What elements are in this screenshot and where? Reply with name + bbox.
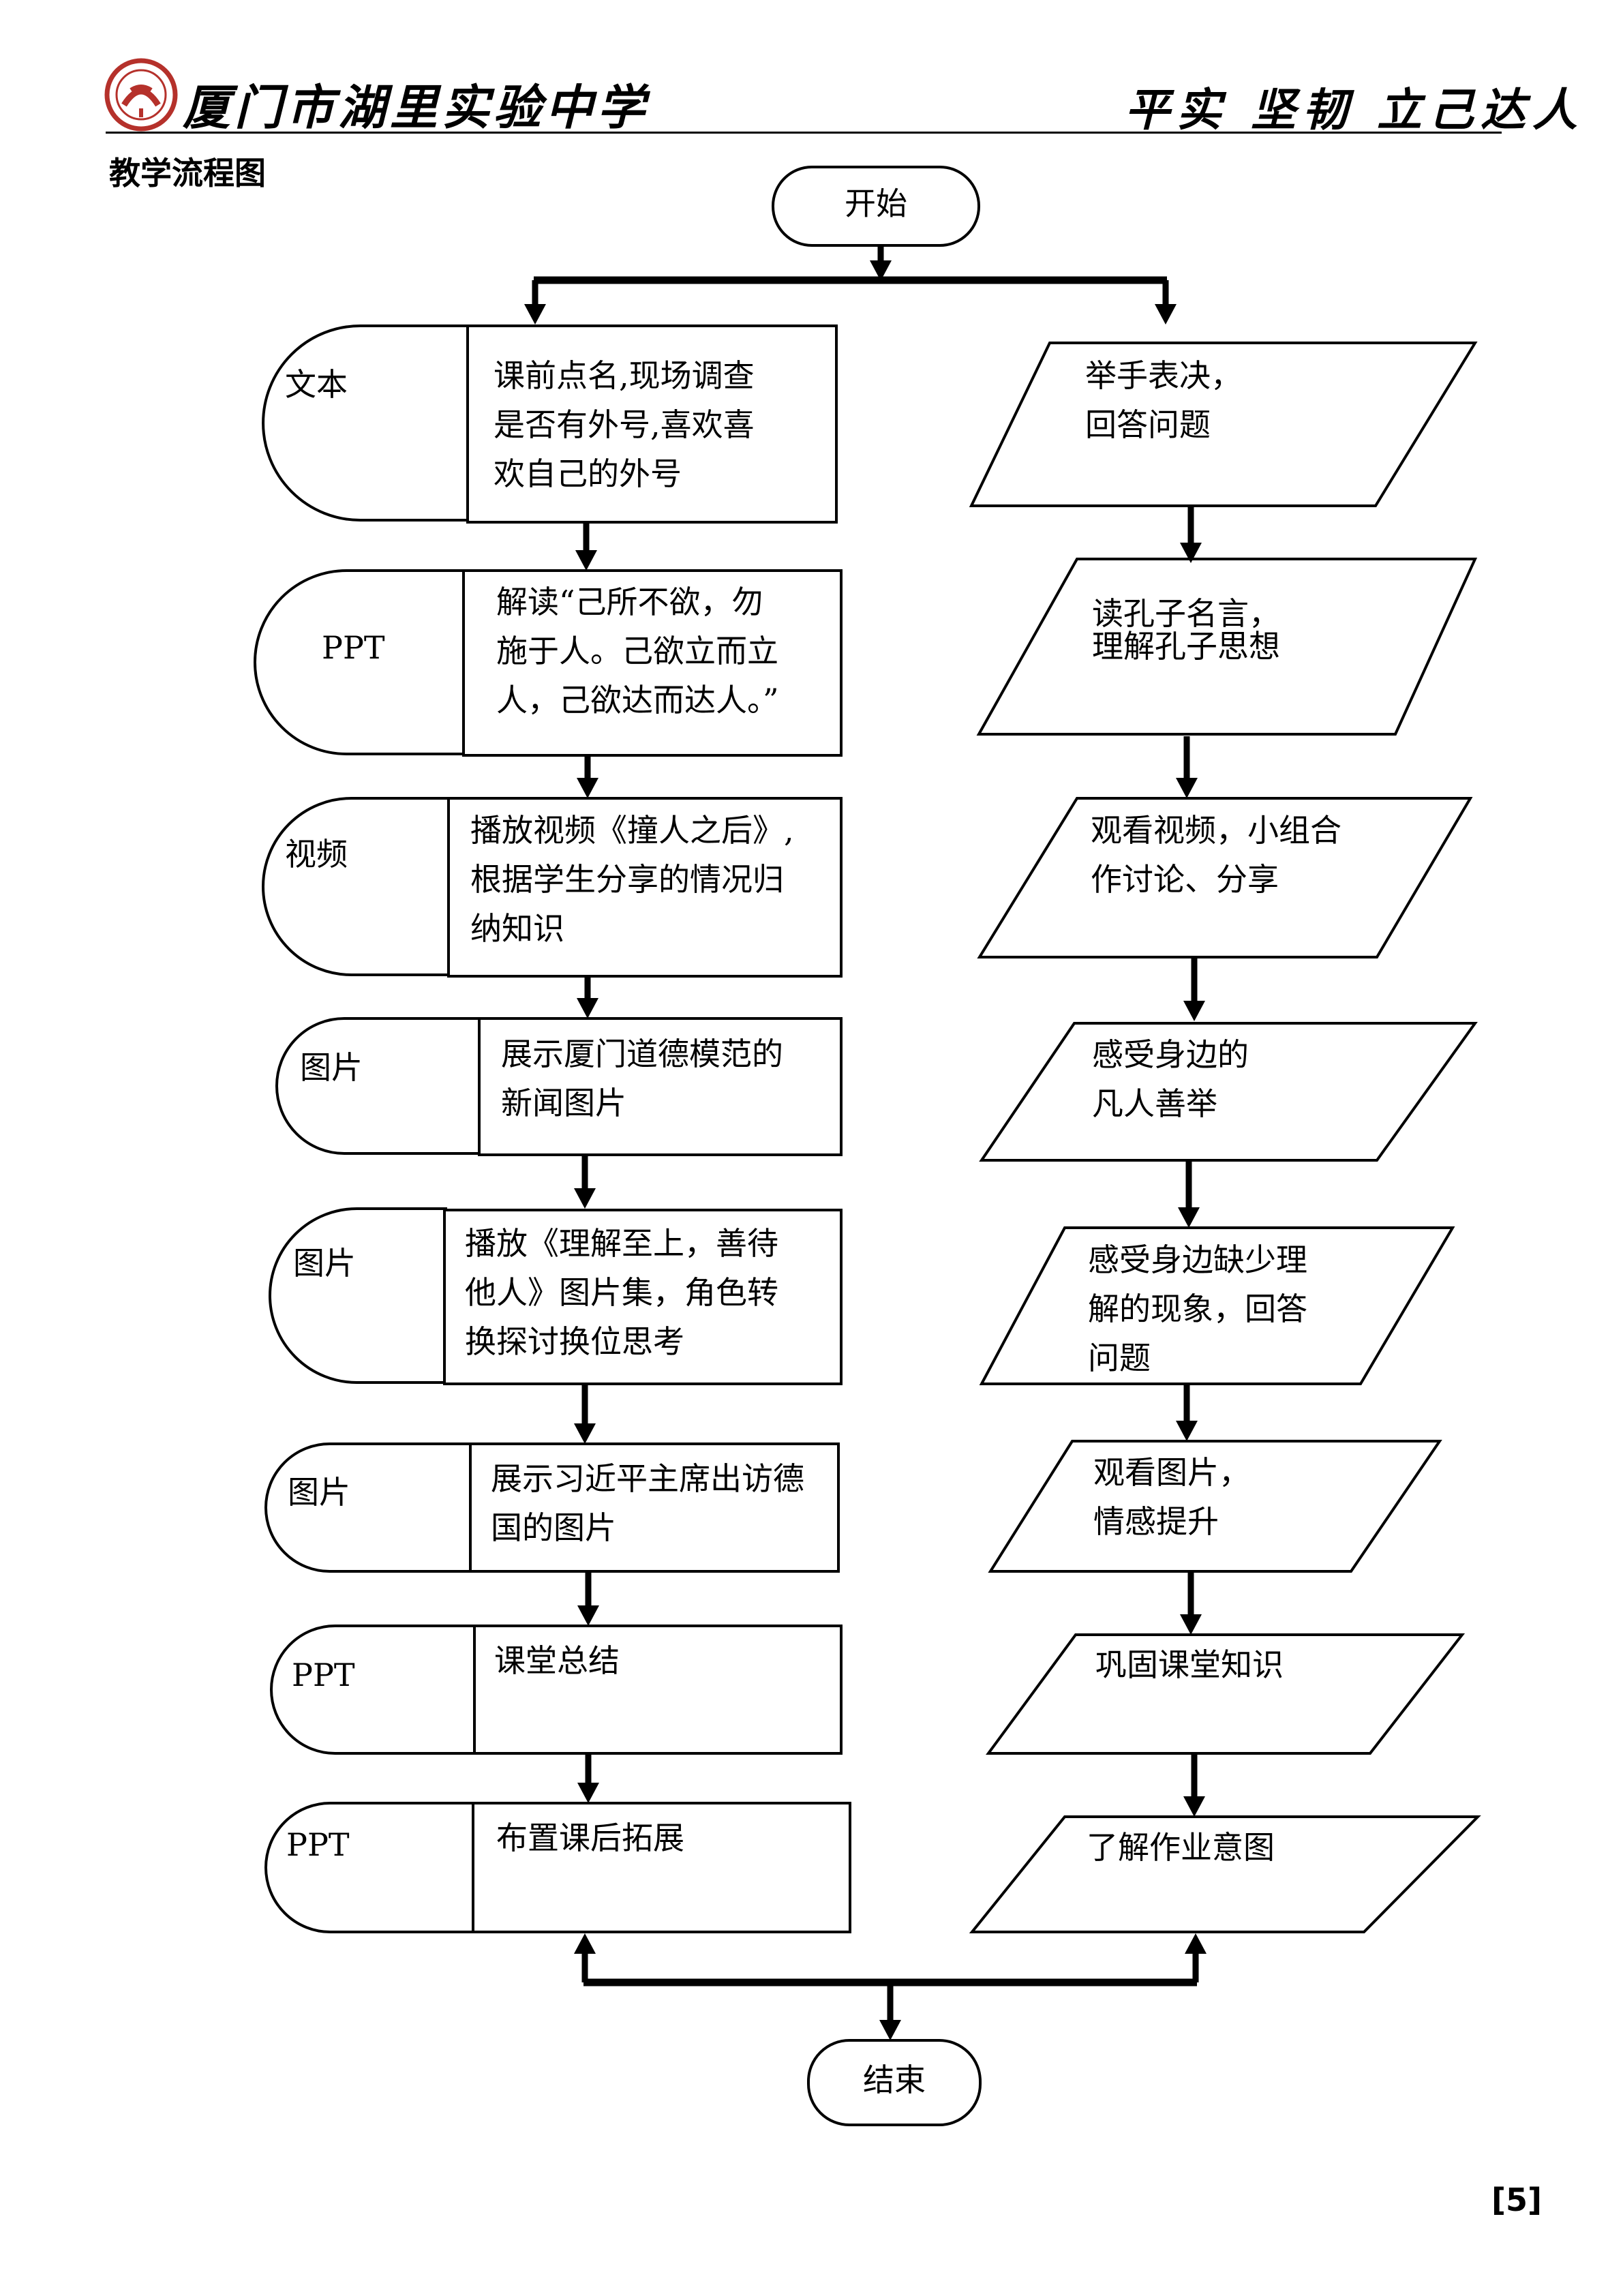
teacher-step-text-6-line-2: 国的图片 [491, 1509, 616, 1546]
end-arrow-head [879, 2020, 901, 2040]
student-step-text-2-line-1: 读孔子名言， [1092, 595, 1280, 632]
start-label: 开始 [845, 185, 907, 222]
teacher-medium-label-4: 图片 [300, 1049, 363, 1086]
teacher-arrow-1-head [575, 550, 597, 571]
teacher-step-text-6-line-1: 展示习近平主席出访德 [491, 1460, 804, 1497]
teacher-process-box-4 [478, 1017, 843, 1156]
student-step-text-8-line-1: 了解作业意图 [1087, 1829, 1275, 1866]
teacher-arrow-3-head [577, 998, 598, 1018]
student-step-text-5-line-1: 感受身边缺少理 [1088, 1241, 1307, 1278]
student-step-text-3-line-1: 观看视频，小组合 [1091, 812, 1341, 849]
teacher-step-text-3-line-2: 根据学生分享的情况归 [470, 861, 784, 898]
teacher-display-shape-4 [275, 1017, 483, 1155]
teacher-display-shape-6 [264, 1442, 473, 1573]
teacher-step-text-2-line-1: 解读“己所不欲，勿 [496, 584, 763, 620]
teacher-step-text-3-line-1: 播放视频《撞人之后》, [470, 812, 794, 849]
teacher-process-box-3 [447, 797, 843, 978]
teacher-medium-label-7: PPT [292, 1657, 355, 1693]
teacher-step-text-4-line-1: 展示厦门道德模范的 [501, 1036, 783, 1072]
teacher-step-text-5-line-2: 他人》图片集，角色转 [465, 1274, 778, 1311]
student-arrow-6-head [1180, 1614, 1202, 1635]
teacher-medium-label-2: PPT [322, 629, 385, 666]
student-data-box-2 [976, 558, 1478, 736]
teacher-arrow-4-head [574, 1188, 596, 1209]
student-arrow-7-head [1183, 1796, 1205, 1817]
school-logo [104, 58, 178, 132]
teacher-process-box-2 [462, 569, 843, 757]
student-data-box-3 [977, 797, 1473, 958]
end-label: 结束 [863, 2061, 926, 2098]
student-data-box-1 [969, 342, 1478, 507]
student-arrow-5-head [1176, 1421, 1198, 1441]
teacher-step-text-1-line-3: 欢自己的外号 [494, 455, 682, 492]
school-name: 厦门市湖里实验中学 [183, 79, 649, 136]
student-step-text-2-line-2: 理解孔子思想 [1092, 628, 1280, 665]
teacher-display-shape-7 [270, 1625, 477, 1755]
student-step-text-6-line-2: 情感提升 [1093, 1503, 1219, 1540]
student-data-box-5 [979, 1226, 1455, 1385]
start-arrow-head [870, 260, 892, 281]
student-step-text-7-line-1: 巩固课堂知识 [1095, 1646, 1284, 1683]
teacher-display-shape-1 [262, 324, 472, 522]
student-arrow-1-head [1180, 543, 1202, 563]
teacher-step-text-7-line-1: 课堂总结 [494, 1642, 620, 1679]
teacher-arrow-5-head [574, 1423, 596, 1444]
school-motto: 平实 坚韧 立己达人 [1125, 83, 1584, 136]
teacher-display-shape-2 [254, 569, 466, 755]
teacher-arrow-2-head [577, 778, 598, 798]
start-terminator [772, 166, 980, 247]
teacher-display-shape-8 [264, 1802, 476, 1933]
end-terminator [807, 2039, 982, 2126]
merge-right-head [1185, 1933, 1207, 1954]
teacher-step-text-8-line-1: 布置课后拓展 [496, 1819, 684, 1856]
teacher-process-box-7 [473, 1625, 843, 1755]
teacher-step-text-4-line-2: 新闻图片 [501, 1085, 626, 1121]
teacher-process-box-8 [472, 1802, 851, 1933]
teacher-process-box-6 [469, 1442, 840, 1573]
section-title: 教学流程图 [109, 155, 266, 192]
student-arrow-2-head [1176, 778, 1198, 798]
teacher-arrow-7-head [577, 1783, 599, 1803]
student-data-box-8 [969, 1815, 1481, 1933]
student-step-text-6-line-1: 观看图片， [1093, 1454, 1250, 1491]
student-step-text-5-line-2: 解的现象，回答 [1088, 1290, 1307, 1327]
teacher-medium-label-3: 视频 [285, 836, 348, 873]
student-step-text-1-line-1: 举手表决， [1085, 357, 1242, 394]
teacher-step-text-5-line-3: 换探讨换位思考 [465, 1323, 684, 1360]
student-arrow-4-head [1178, 1207, 1200, 1228]
student-arrow-3-head [1183, 1001, 1205, 1021]
teacher-medium-label-5: 图片 [293, 1245, 356, 1282]
page-number: [5] [1491, 2181, 1543, 2218]
teacher-step-text-5-line-1: 播放《理解至上，善待 [465, 1225, 778, 1262]
student-step-text-4-line-1: 感受身边的 [1092, 1036, 1249, 1073]
teacher-display-shape-5 [269, 1207, 447, 1384]
teacher-medium-label-6: 图片 [288, 1474, 350, 1511]
teacher-display-shape-3 [262, 797, 451, 976]
teacher-step-text-1-line-2: 是否有外号,喜欢喜 [494, 406, 755, 443]
teacher-medium-label-8: PPT [286, 1826, 350, 1863]
teacher-process-box-1 [466, 324, 838, 524]
teacher-process-box-5 [443, 1209, 843, 1385]
teacher-step-text-2-line-3: 人，己欲达而达人。” [496, 682, 779, 719]
header-divider [106, 132, 1502, 134]
teacher-step-text-3-line-3: 纳知识 [470, 910, 564, 947]
student-step-text-1-line-2: 回答问题 [1085, 406, 1211, 443]
student-step-text-3-line-2: 作讨论、分享 [1091, 861, 1279, 898]
teacher-arrow-6-head [577, 1605, 599, 1626]
student-step-text-5-line-3: 问题 [1088, 1340, 1151, 1376]
teacher-step-text-2-line-2: 施于人。己欲立而立 [496, 633, 778, 669]
student-data-box-6 [988, 1440, 1442, 1573]
student-step-text-4-line-2: 凡人善举 [1092, 1085, 1217, 1122]
student-data-box-7 [986, 1633, 1466, 1755]
merge-left-head [574, 1933, 596, 1954]
split-arrow-right-head [1155, 304, 1177, 324]
student-data-box-4 [979, 1022, 1478, 1162]
split-arrow-left-head [524, 304, 546, 324]
teacher-step-text-1-line-1: 课前点名,现场调查 [494, 357, 755, 394]
teacher-medium-label-1: 文本 [285, 366, 348, 403]
